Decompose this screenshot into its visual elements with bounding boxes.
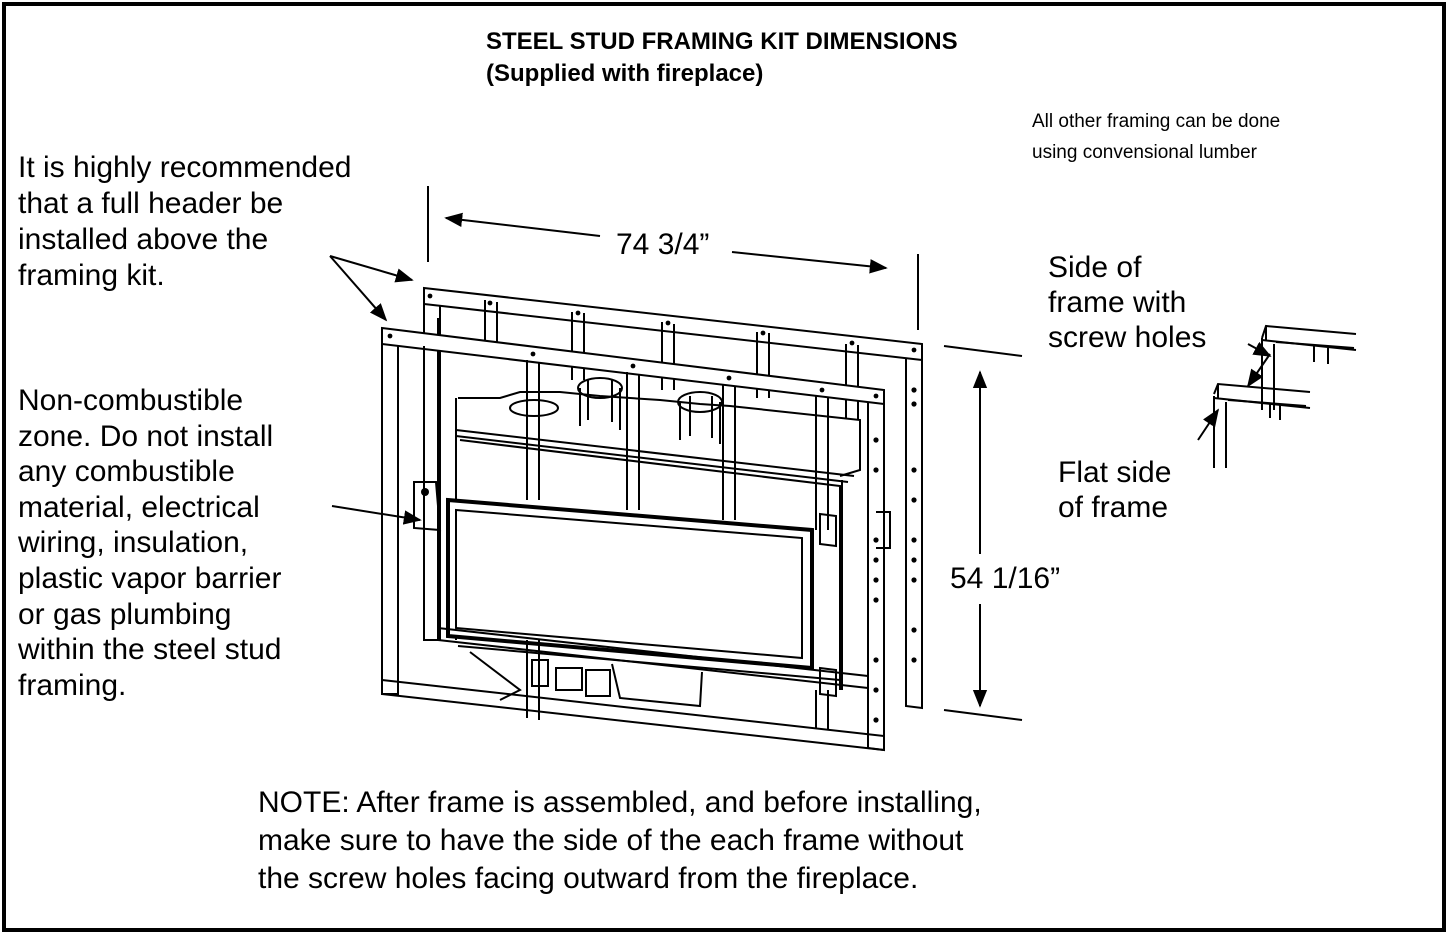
- note-line: installed above the: [18, 223, 269, 256]
- fireplace-body: [413, 377, 891, 708]
- rear-frame: [423, 286, 923, 710]
- note-line: plastic vapor barrier: [18, 561, 282, 595]
- note-line: wiring, insulation,: [18, 526, 249, 560]
- note-line: the screw holes facing outward from the …: [258, 862, 919, 895]
- note-line: material, electrical: [18, 490, 260, 524]
- diagram-title: STEEL STUD FRAMING KIT DIMENSIONS (Suppl…: [486, 26, 958, 90]
- note-line: within the steel stud: [18, 633, 282, 667]
- side-with-screw-holes-label: Side of frame with screw holes: [1048, 250, 1206, 355]
- label-line: Side of: [1048, 251, 1142, 284]
- label-line: of frame: [1058, 491, 1169, 524]
- width-dimension: [427, 186, 919, 330]
- note-line: or gas plumbing: [18, 597, 232, 631]
- note-line: framing kit.: [18, 259, 165, 292]
- note-line: It is highly recommended: [18, 151, 352, 184]
- note-line: any combustible: [18, 455, 235, 489]
- header-leader-arrows: [329, 255, 414, 322]
- non-combustible-zone-note: Non-combustible zone. Do not install any…: [18, 383, 281, 703]
- assembly-note: NOTE: After frame is assembled, and befo…: [258, 784, 982, 898]
- screw-holes: [387, 293, 917, 723]
- label-line: Flat side: [1058, 456, 1172, 489]
- subtitle-line: (Supplied with fireplace): [486, 60, 764, 87]
- other-framing-note: All other framing can be done using conv…: [1032, 106, 1280, 168]
- title-line: STEEL STUD FRAMING KIT DIMENSIONS: [486, 28, 958, 55]
- height-dimension-label: 54 1/16”: [948, 560, 1063, 598]
- note-line: that a full header be: [18, 187, 284, 220]
- note-line: NOTE: After frame is assembled, and befo…: [258, 786, 982, 819]
- header-recommendation-note: It is highly recommended that a full hea…: [18, 150, 352, 294]
- note-line: using convensional lumber: [1032, 142, 1257, 163]
- height-dimension: [943, 345, 1023, 721]
- label-line: screw holes: [1048, 321, 1207, 354]
- frame-side-detail: [1197, 324, 1357, 468]
- note-line: framing.: [18, 668, 127, 702]
- zone-leader-arrow: [331, 505, 422, 525]
- width-dimension-label: 74 3/4”: [612, 228, 714, 262]
- note-line: make sure to have the side of the each f…: [258, 824, 964, 857]
- note-line: Non-combustible: [18, 384, 244, 417]
- note-line: All other framing can be done: [1032, 111, 1281, 132]
- label-line: frame with: [1048, 286, 1187, 319]
- note-line: zone. Do not install: [18, 419, 274, 453]
- flat-side-label: Flat side of frame: [1058, 455, 1171, 525]
